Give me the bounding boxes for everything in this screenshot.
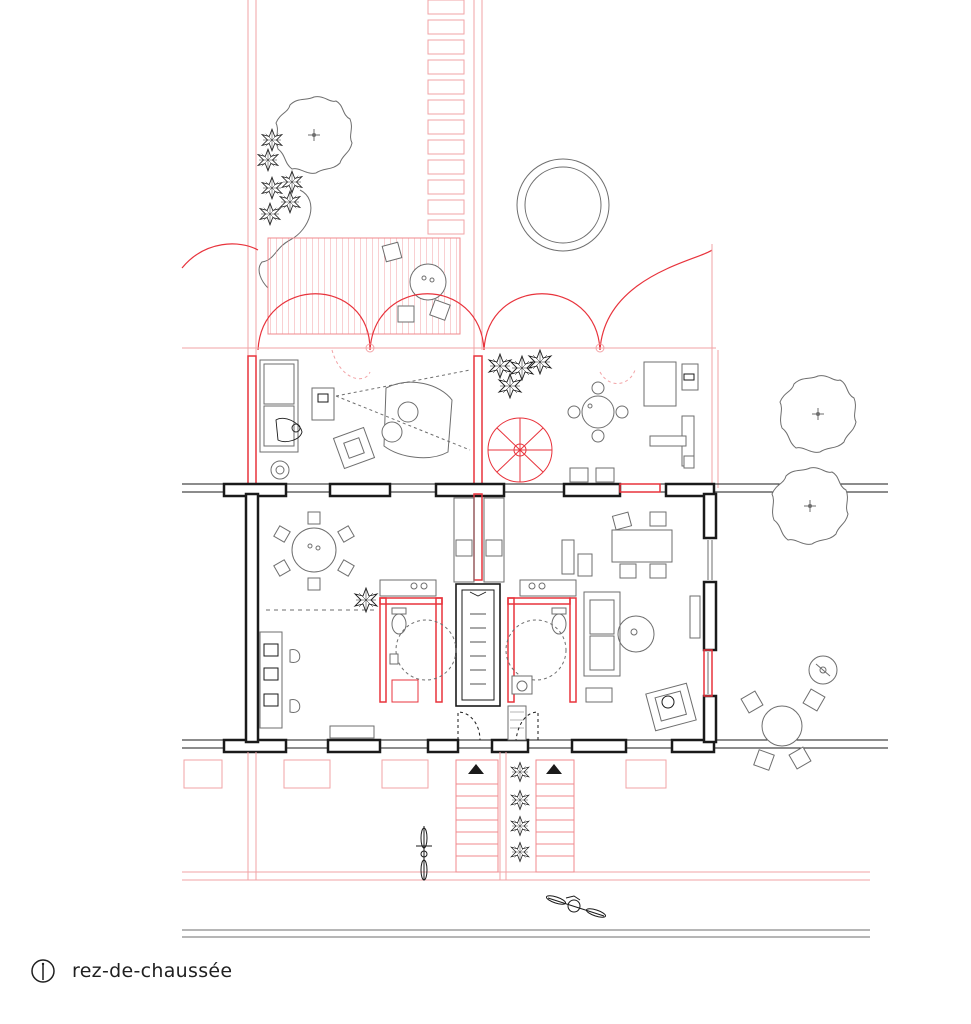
wc-left — [389, 607, 457, 703]
plants-veranda-icon — [488, 349, 552, 399]
person-reading-icon — [275, 417, 303, 443]
footstool-right — [585, 687, 613, 703]
street-lines — [182, 929, 870, 938]
bicycle-icon — [416, 826, 432, 881]
dining-table-right — [561, 511, 673, 579]
sewing-machine-icon — [649, 363, 699, 469]
potted-plant-left-icon — [354, 587, 378, 613]
shoe-rack — [507, 705, 527, 741]
spiral-staircase — [487, 417, 553, 483]
entry-steps-left — [455, 759, 499, 873]
hedge-plants-icon — [510, 762, 530, 862]
parasol-icon — [808, 655, 838, 685]
pergola-arches — [181, 243, 713, 351]
desk-workstations — [259, 631, 301, 729]
wooden-deck — [267, 237, 461, 335]
tv-unit — [689, 595, 701, 639]
pergola-outline — [182, 244, 716, 353]
kitchen-units — [379, 497, 577, 597]
garden-tree-icon — [275, 96, 353, 174]
tree-east-2-icon — [771, 467, 849, 545]
cyclist-icon — [545, 895, 607, 918]
entrance-arrow-icon — [468, 764, 562, 774]
round-stool — [270, 460, 290, 480]
armchair-right-icon — [645, 682, 697, 732]
entry-steps-right — [535, 759, 575, 873]
tree-east-1-icon — [779, 375, 857, 453]
stepping-stones-path — [427, 0, 465, 235]
low-table — [643, 361, 677, 407]
property-lines-north — [247, 0, 483, 350]
bench-left — [329, 725, 375, 739]
facade-north — [182, 483, 888, 493]
drawing-caption: rez-de-chaussée — [28, 956, 232, 986]
north-arrow-icon — [31, 959, 55, 983]
coffee-table-right — [617, 615, 655, 653]
garden-table-east — [740, 688, 826, 771]
bench-veranda — [569, 467, 615, 483]
front-yard-outline — [182, 752, 870, 881]
existing-wall-segments — [222, 482, 718, 754]
entry-doors — [457, 711, 539, 741]
level-label: rez-de-chaussée — [72, 960, 233, 982]
dining-table-left — [266, 511, 376, 611]
armchair-icon — [332, 426, 376, 470]
round-table-veranda — [567, 381, 629, 443]
hammock-chair — [335, 369, 471, 459]
round-planter — [516, 158, 610, 252]
sofa-icon — [259, 359, 299, 453]
side-table — [311, 387, 335, 421]
sofa-right-icon — [583, 591, 621, 677]
central-staircase — [455, 583, 501, 707]
wc-right — [505, 607, 567, 695]
